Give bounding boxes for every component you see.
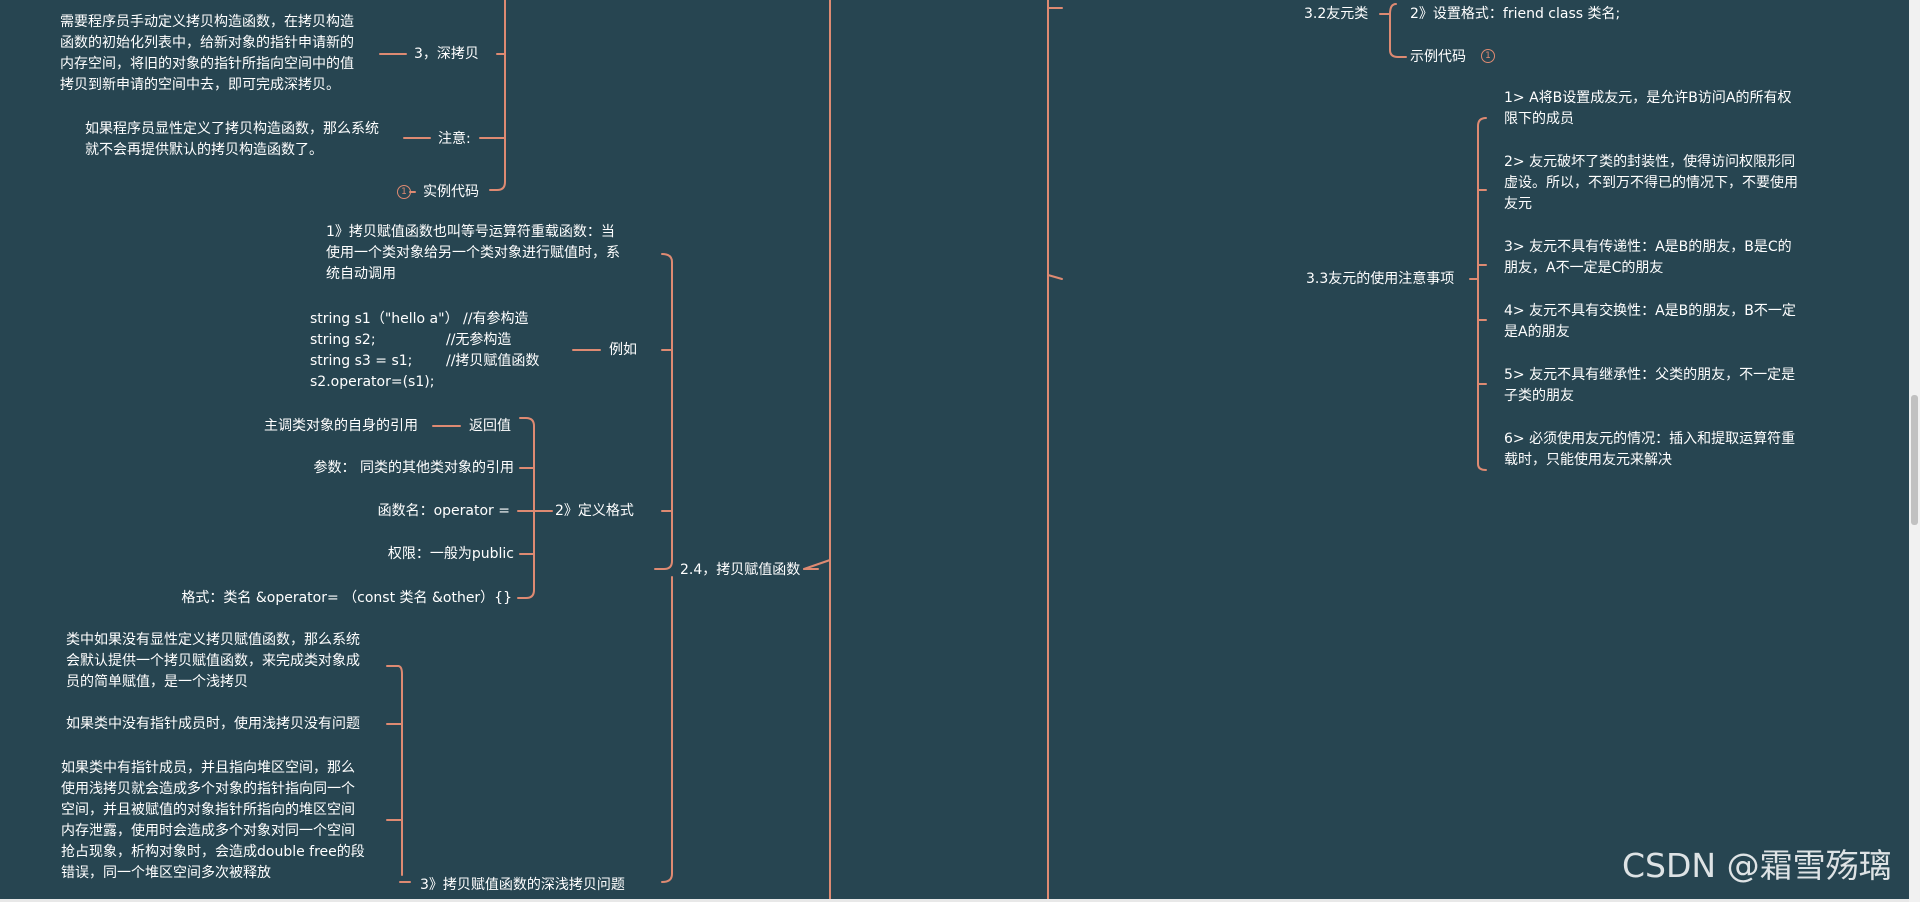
shallow-desc-2: 如果类中没有指针成员时，使用浅拷贝没有问题 bbox=[66, 716, 360, 732]
note-description: 如果程序员显性定义了拷贝构造函数，那么系统 就不会再提供默认的拷贝构造函数了。 bbox=[85, 121, 379, 158]
attachment-icon[interactable]: 1 bbox=[1481, 49, 1495, 63]
code-line-3: string s3 = s1; bbox=[310, 353, 413, 369]
return-value-node[interactable]: 返回值 bbox=[469, 418, 511, 434]
define-format-node[interactable]: 2》定义格式 bbox=[555, 503, 634, 519]
example-code-node-2[interactable]: 示例代码 bbox=[1410, 49, 1466, 65]
copy-assign-intro: 1》拷贝赋值函数也叫等号运算符重载函数：当 使用一个类对象给另一个类对象进行赋值… bbox=[326, 224, 620, 282]
scrollbar-thumb[interactable] bbox=[1911, 395, 1918, 525]
code-line-2: string s2; bbox=[310, 332, 376, 348]
example-code-node[interactable]: 实例代码 bbox=[423, 184, 479, 200]
function-name-node[interactable]: 函数名：operator = bbox=[377, 503, 510, 519]
friend-notes-node[interactable]: 3.3友元的使用注意事项 bbox=[1306, 271, 1455, 287]
deep-copy-description: 需要程序员手动定义拷贝构造函数，在拷贝构造 函数的初始化列表中，给新对象的指针申… bbox=[60, 14, 354, 93]
code-line-1: string s1（"hello a"） //有参构造 bbox=[310, 311, 529, 327]
horizontal-scrollbar[interactable] bbox=[0, 899, 1909, 902]
code-comment-2: //无参构造 bbox=[446, 332, 512, 348]
friend-class-node[interactable]: 3.2友元类 bbox=[1304, 6, 1369, 22]
code-comment-3: //拷贝赋值函数 bbox=[446, 353, 540, 369]
note-node[interactable]: 注意: bbox=[438, 131, 471, 147]
friend-note-4: 4> 友元不具有交换性：A是B的朋友，B不一定 是A的朋友 bbox=[1504, 303, 1796, 340]
friend-note-6: 6> 必须使用友元的情况：插入和提取运算符重 载时，只能使用友元来解决 bbox=[1504, 431, 1796, 468]
format-node[interactable]: 格式：类名 &operator= （const 类名 &other）{} bbox=[181, 590, 512, 606]
vertical-scrollbar[interactable] bbox=[1909, 0, 1920, 902]
friend-class-format: 2》设置格式：friend class 类名; bbox=[1410, 6, 1621, 22]
deep-shallow-node[interactable]: 3》拷贝赋值函数的深浅拷贝问题 bbox=[420, 877, 625, 893]
deep-copy-node[interactable]: 3，深拷贝 bbox=[414, 46, 479, 62]
code-line-4: s2.operator=(s1); bbox=[310, 374, 435, 390]
example-node[interactable]: 例如 bbox=[609, 342, 637, 358]
return-value-description: 主调类对象的自身的引用 bbox=[264, 418, 418, 434]
friend-note-1: 1> A将B设置成友元，是允许B访问A的所有权 限下的成员 bbox=[1504, 90, 1792, 127]
params-node[interactable]: 参数： 同类的其他类对象的引用 bbox=[313, 460, 514, 476]
friend-note-2: 2> 友元破坏了类的封装性，使得访问权限形同 虚设。所以，不到万不得已的情况下，… bbox=[1504, 154, 1798, 212]
friend-note-3: 3> 友元不具有传递性：A是B的朋友，B是C的 朋友，A不一定是C的朋友 bbox=[1504, 239, 1792, 276]
attachment-icon[interactable]: 1 bbox=[397, 185, 411, 199]
copy-assign-node[interactable]: 2.4，拷贝赋值函数 bbox=[680, 562, 801, 578]
watermark: CSDN @霜雪殇璃 bbox=[1622, 846, 1892, 885]
shallow-desc-3: 如果类中有指针成员，并且指向堆区空间，那么 使用浅拷贝就会造成多个对象的指针指向… bbox=[61, 760, 365, 881]
access-node[interactable]: 权限：一般为public bbox=[387, 546, 514, 562]
shallow-desc-1: 类中如果没有显性定义拷贝赋值函数，那么系统 会默认提供一个拷贝赋值函数，来完成类… bbox=[66, 632, 360, 690]
friend-note-5: 5> 友元不具有继承性：父类的朋友，不一定是 子类的朋友 bbox=[1504, 367, 1796, 404]
